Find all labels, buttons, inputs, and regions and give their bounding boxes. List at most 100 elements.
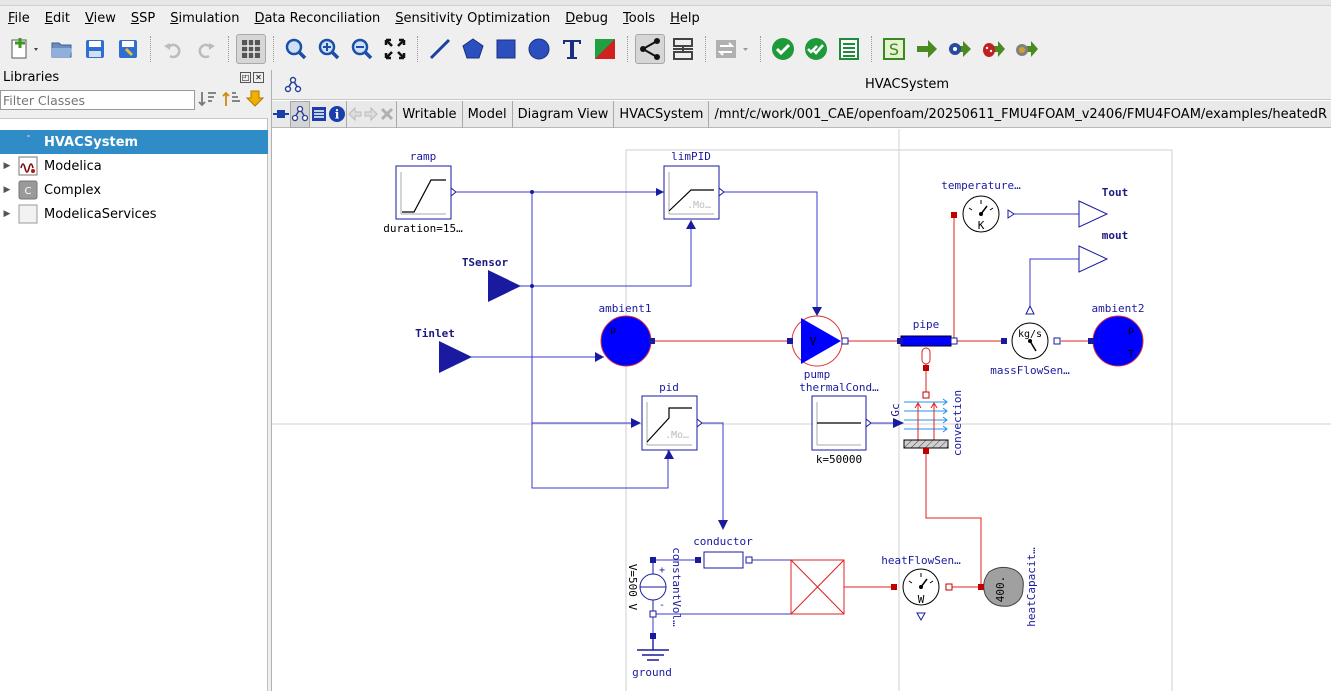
info-icon: i [329, 106, 345, 122]
tout-output[interactable]: Tout [1078, 186, 1128, 228]
back-arrow-icon [348, 106, 362, 122]
sort-descending-icon[interactable] [222, 90, 242, 108]
ground-component[interactable]: ground [632, 633, 672, 679]
main-toolbar: S [0, 32, 1331, 66]
save-button[interactable] [80, 34, 110, 64]
open-button[interactable] [47, 34, 77, 64]
icon-view-button[interactable] [272, 101, 290, 128]
menu-ssp[interactable]: SSP [130, 11, 156, 26]
junction-dot [530, 284, 534, 288]
file-path: /mnt/c/work/001_CAE/openfoam/20250611_FM… [708, 100, 1331, 128]
gear-run-icon [949, 41, 971, 57]
ramp-block[interactable]: ramp duration=15… [383, 150, 463, 235]
undo-button[interactable] [158, 34, 188, 64]
svg-text:V: V [810, 335, 817, 348]
tinlet-input[interactable]: Tinlet [415, 327, 472, 373]
menu-data-reconciliation[interactable]: Data Reconciliation [254, 11, 381, 26]
pipe-component[interactable]: pipe [897, 318, 958, 371]
convection-component[interactable]: Gc convection [889, 390, 964, 456]
tree-item-modelicaservices[interactable]: ▶ ModelicaServices [0, 202, 268, 226]
tree-item-hvacsystem[interactable]: HVACSystem [0, 130, 268, 154]
tree-item-label: Complex [44, 182, 102, 198]
heat-capacitor[interactable]: 400. heatCapacit… [978, 547, 1038, 627]
forward-button[interactable] [363, 101, 379, 128]
library-tree: HVACSystem ▶ Modelica ▶ C Complex [0, 118, 268, 691]
zoom-out-button[interactable] [347, 34, 377, 64]
temperature-sensor[interactable]: K temperature… [941, 179, 1021, 233]
constant-voltage-source[interactable]: + - constantVol… V=500 V [626, 547, 683, 627]
new-file-button[interactable] [8, 34, 44, 64]
expand-arrow-icon[interactable]: ▶ [3, 209, 11, 219]
simulation-setup-button[interactable]: S [879, 34, 909, 64]
expand-arrow-icon[interactable]: ▶ [3, 161, 11, 171]
simulate-debugger-button[interactable] [945, 34, 975, 64]
tree-item-modelica[interactable]: ▶ Modelica [0, 154, 268, 178]
limpid-block[interactable]: .Mo… limPID [656, 150, 725, 229]
menu-view[interactable]: View [84, 11, 116, 26]
svg-text:ramp: ramp [410, 150, 437, 163]
line-icon [429, 38, 451, 60]
zoom-in-button[interactable] [314, 34, 344, 64]
polygon-tool-button[interactable] [458, 34, 488, 64]
transition-mode-button[interactable] [668, 34, 698, 64]
connect-mode-button[interactable] [635, 34, 665, 64]
sort-ascending-icon[interactable] [198, 90, 218, 108]
scroll-to-active-icon[interactable] [246, 90, 264, 108]
pid-block[interactable]: .Mo… pid [631, 381, 703, 459]
text-tool-button[interactable] [557, 34, 587, 64]
filter-classes-input[interactable] [0, 90, 195, 110]
model-icon [284, 76, 302, 93]
menu-sensitivity-optimization[interactable]: Sensitivity Optimization [395, 11, 551, 26]
swap-button[interactable] [713, 34, 753, 64]
menu-help[interactable]: Help [670, 11, 700, 26]
zoom-reset-button[interactable] [281, 34, 311, 64]
thermal-conductance-block[interactable]: thermalCond… k=50000 [799, 381, 879, 466]
svg-text:massFlowSen…: massFlowSen… [990, 364, 1070, 377]
documentation-view-button[interactable]: i [328, 101, 346, 128]
menu-edit[interactable]: Edit [44, 11, 70, 26]
rectangle-tool-button[interactable] [491, 34, 521, 64]
text-view-button[interactable] [310, 101, 328, 128]
diagram-view-button[interactable] [290, 100, 310, 128]
redo-button[interactable] [191, 34, 221, 64]
back-button[interactable] [346, 100, 363, 128]
svg-text:pid: pid [659, 381, 679, 394]
svg-text:Tinlet: Tinlet [415, 327, 455, 340]
rectangle-icon [496, 39, 516, 59]
mass-flow-sensor[interactable]: kg/s massFlowSen… [990, 304, 1070, 377]
bitmap-tool-button[interactable] [590, 34, 620, 64]
ambient2-boundary[interactable]: p T ambient2 [1088, 302, 1144, 367]
pump-component[interactable]: V pump [787, 307, 849, 381]
animation-button[interactable] [1011, 34, 1041, 64]
diagram-canvas[interactable]: ramp duration=15… .Mo… limPID TSensor [272, 129, 1331, 691]
ambient1-boundary[interactable]: p ambient1 [595, 302, 655, 367]
line-tool-button[interactable] [425, 34, 455, 64]
conductor-component[interactable]: conductor [693, 520, 753, 569]
menu-file[interactable]: File [8, 11, 30, 26]
title-strip [0, 0, 1331, 6]
menu-debug[interactable]: Debug [565, 11, 609, 26]
close-panel-icon[interactable]: ✕ [253, 72, 264, 83]
tsensor-input[interactable]: TSensor [462, 256, 521, 302]
expand-arrow-icon[interactable]: ▶ [3, 185, 11, 195]
algorithmic-debugger-button[interactable] [978, 34, 1008, 64]
menu-tools[interactable]: Tools [623, 11, 656, 26]
simulate-button[interactable] [912, 34, 942, 64]
check-model-button[interactable] [768, 34, 798, 64]
instantiate-model-button[interactable] [834, 34, 864, 64]
check-all-button[interactable] [801, 34, 831, 64]
heater-component[interactable] [790, 559, 845, 615]
tree-item-label: HVACSystem [44, 134, 139, 150]
complex-type-icon: C [18, 180, 38, 200]
tree-item-complex[interactable]: ▶ C Complex [0, 178, 268, 202]
mout-output[interactable]: mout [1078, 229, 1128, 273]
menu-simulation[interactable]: Simulation [170, 11, 240, 26]
grid-toggle-button[interactable] [236, 34, 266, 64]
save-all-button[interactable] [113, 34, 143, 64]
float-panel-icon[interactable]: ◰ [240, 72, 251, 83]
ellipse-tool-button[interactable] [524, 34, 554, 64]
exit-transformation-button[interactable] [379, 101, 395, 128]
fit-to-window-button[interactable] [380, 34, 410, 64]
heat-flow-sensor[interactable]: W heatFlowSen… [881, 554, 961, 622]
svg-text:constantVol…: constantVol… [670, 547, 683, 627]
